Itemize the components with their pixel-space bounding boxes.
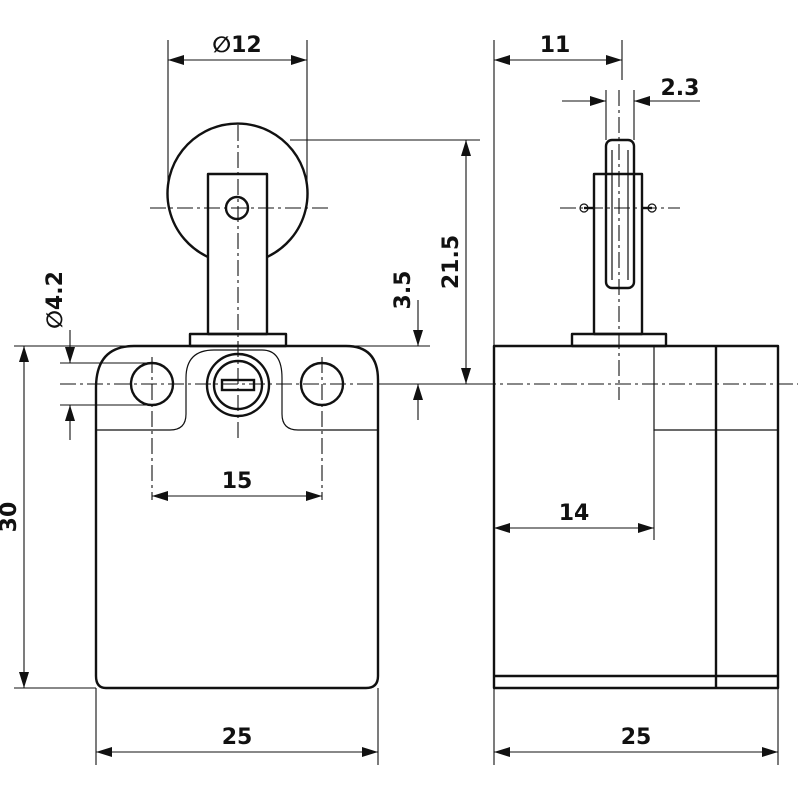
side-housing [492,344,780,690]
label-offset: 3.5 [391,271,416,310]
label-side-width-bottom: 25 [621,725,652,750]
label-lever-height: 21.5 [439,235,464,289]
label-front-width: 25 [222,725,253,750]
label-roller-diameter: ∅12 [212,33,261,58]
label-hole-spacing: 15 [222,469,253,494]
label-hole-diameter: ∅4.2 [43,271,68,329]
label-roller-thickness: 2.3 [661,76,700,101]
dimension-lines [14,40,779,765]
roller [166,122,309,259]
label-height: 30 [0,502,22,533]
front-view [60,122,480,690]
dimension-labels: ∅12 11 2.3 21.5 3.5 ∅4.2 15 30 25 14 25 [0,33,699,750]
side-lever [592,172,644,336]
front-housing [94,344,380,690]
side-roller [604,138,636,290]
label-depth: 14 [559,501,590,526]
side-view [480,90,798,690]
label-side-width: 11 [540,33,571,58]
